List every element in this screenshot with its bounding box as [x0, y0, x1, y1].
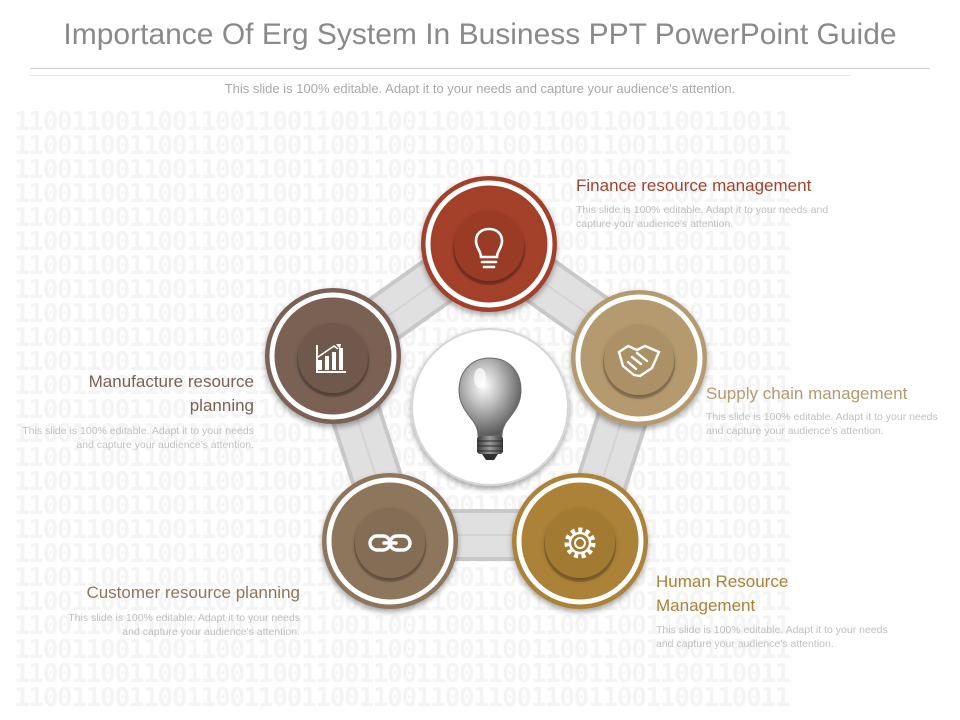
binary-pattern-line: 1100110011001100110011001100110011001100… [14, 230, 790, 254]
binary-pattern-line: 1100110011001100110011001100110011001100… [14, 182, 790, 206]
description-manufacture: This slide is 100% editable. Adapt it to… [22, 425, 254, 451]
title-divider [30, 68, 930, 69]
binary-pattern-line: 1100110011001100110011001100110011001100… [14, 422, 790, 446]
bar-chart-icon [316, 344, 346, 373]
node-supply-chain [571, 290, 707, 426]
description-customer: This slide is 100% editable. Adapt it to… [68, 612, 300, 638]
binary-pattern-line: 1100110011001100110011001100110011001100… [14, 110, 790, 134]
label-supply-chain: Supply chain management [706, 384, 908, 403]
binary-pattern-line: 1100110011001100110011001100110011001100… [14, 614, 790, 638]
description-supply-chain: This slide is 100% editable. Adapt it to… [706, 411, 938, 437]
label-customer: Customer resource planning [86, 583, 300, 602]
binary-pattern-line: 1100110011001100110011001100110011001100… [14, 158, 790, 182]
node-human-resource [512, 473, 648, 609]
node-manufacture [265, 288, 401, 424]
center-bulb [411, 328, 569, 486]
gear-icon [564, 527, 596, 559]
title-divider-thin [30, 75, 850, 76]
binary-pattern-line: 1100110011001100110011001100110011001100… [14, 662, 790, 686]
page-subtitle: This slide is 100% editable. Adapt it to… [224, 81, 736, 96]
label-human-resource: Human Resource Management [656, 572, 789, 615]
light-bulb-icon [474, 227, 504, 269]
label-finance: Finance resource management [576, 176, 812, 195]
light-bulb-icon [458, 357, 522, 460]
description-human-resource: This slide is 100% editable. Adapt it to… [656, 624, 888, 650]
node-finance [421, 176, 557, 312]
label-manufacture: Manufacture resource planning [88, 372, 254, 415]
description-finance: This slide is 100% editable. Adapt it to… [576, 204, 829, 230]
binary-pattern-line: 1100110011001100110011001100110011001100… [14, 446, 790, 470]
binary-pattern-line: 1100110011001100110011001100110011001100… [14, 638, 790, 662]
node-customer [322, 473, 458, 609]
binary-pattern-line: 1100110011001100110011001100110011001100… [14, 686, 790, 710]
binary-pattern-line: 1100110011001100110011001100110011001100… [14, 134, 790, 158]
chain-link-icon [368, 534, 412, 552]
binary-pattern-line: 1100110011001100110011001100110011001100… [14, 206, 790, 230]
handshake-icon [617, 344, 661, 378]
page-title: Importance Of Erg System In Business PPT… [63, 18, 897, 51]
